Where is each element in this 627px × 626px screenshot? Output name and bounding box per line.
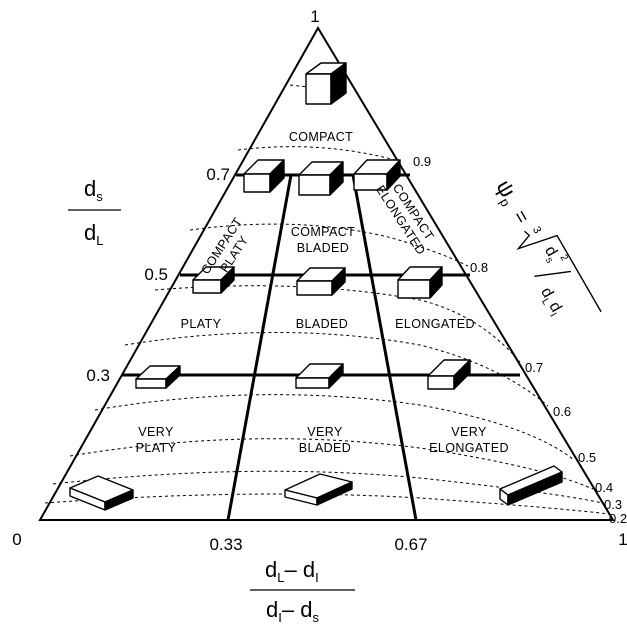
x-label-numerator: dL– dI (265, 557, 319, 585)
label-very-bladed-2: BLADED (299, 441, 351, 455)
sphericity-0.6: 0.6 (553, 404, 571, 419)
y-tick-0.7: 0.7 (206, 165, 230, 184)
particle-compact-bladed (298, 161, 344, 196)
particle-compact (305, 62, 347, 105)
sphericity-0.9: 0.9 (413, 154, 431, 169)
sphericity-0.7: 0.7 (525, 360, 543, 375)
contour-line (124, 332, 549, 407)
label-bladed: BLADED (296, 317, 348, 331)
contour-line (237, 146, 396, 161)
contour-line (52, 470, 604, 504)
formula-root-index: 3 (530, 224, 543, 235)
label-platy: PLATY (181, 317, 222, 331)
sphericity-0.3: 0.3 (604, 497, 622, 512)
contour-line (69, 438, 594, 490)
contour-line (189, 223, 469, 267)
y-label-denominator: dL (84, 220, 103, 248)
particle-shapes (69, 62, 563, 511)
particle-compact-platy (243, 159, 285, 193)
boundary-0.33 (226, 174, 293, 521)
boundary-0.67 (351, 174, 418, 521)
particle-very-elongated (499, 465, 563, 506)
x-axis-label: dL– dI dI– ds (250, 557, 355, 625)
formula-slash (534, 270, 571, 278)
label-elongated: ELONGATED (395, 317, 475, 331)
y-label-numerator: ds (84, 176, 103, 204)
corner-right-label: 1 (618, 530, 627, 549)
label-compact-bladed-2: BLADED (297, 241, 349, 255)
particle-bladed-mid (296, 267, 346, 296)
particle-platy-low (135, 365, 181, 389)
y-tick-0.3: 0.3 (86, 366, 110, 385)
sphericity-0.4: 0.4 (595, 480, 613, 495)
particle-bladed-low (295, 363, 344, 389)
apex-top-label: 1 (310, 7, 319, 26)
corner-left-label: 0 (12, 530, 21, 549)
particle-compact-elongated (353, 159, 401, 191)
x-tick-0.67: 0.67 (394, 535, 427, 554)
formula-psi: ψp (489, 175, 525, 209)
particle-platy-mid (192, 266, 235, 294)
label-compact-bladed-1: COMPACT (291, 225, 355, 239)
label-very-elongated-1: VERY (451, 425, 487, 439)
formula-bottom-term: dLdI (535, 285, 566, 319)
particle-very-bladed (284, 473, 353, 506)
y-axis-label: ds dL (68, 176, 121, 248)
formula-radical (516, 230, 602, 313)
axis-ticks: 1 0 1 0.33 0.67 0.7 0.5 0.3 (12, 7, 627, 554)
x-tick-0.33: 0.33 (209, 535, 242, 554)
x-label-denominator: dI– ds (266, 597, 319, 625)
sphericity-values: 0.9 0.8 0.7 0.6 0.5 0.4 0.3 0.2 (413, 154, 627, 526)
sphericity-0.8: 0.8 (470, 260, 488, 275)
particle-elongated-mid (397, 266, 443, 299)
formula-equals: = (508, 206, 533, 227)
contour-line (94, 394, 575, 461)
label-very-elongated-2: ELONGATED (429, 441, 509, 455)
sphericity-0.5: 0.5 (578, 450, 596, 465)
label-very-platy-2: PLATY (136, 441, 177, 455)
particle-very-platy (69, 475, 134, 511)
y-tick-0.5: 0.5 (144, 265, 168, 284)
particle-elongated-low (427, 359, 471, 390)
label-very-platy-1: VERY (138, 425, 174, 439)
label-very-bladed-1: VERY (307, 425, 343, 439)
label-compact: COMPACT (289, 130, 353, 144)
sphericity-0.2: 0.2 (609, 511, 627, 526)
